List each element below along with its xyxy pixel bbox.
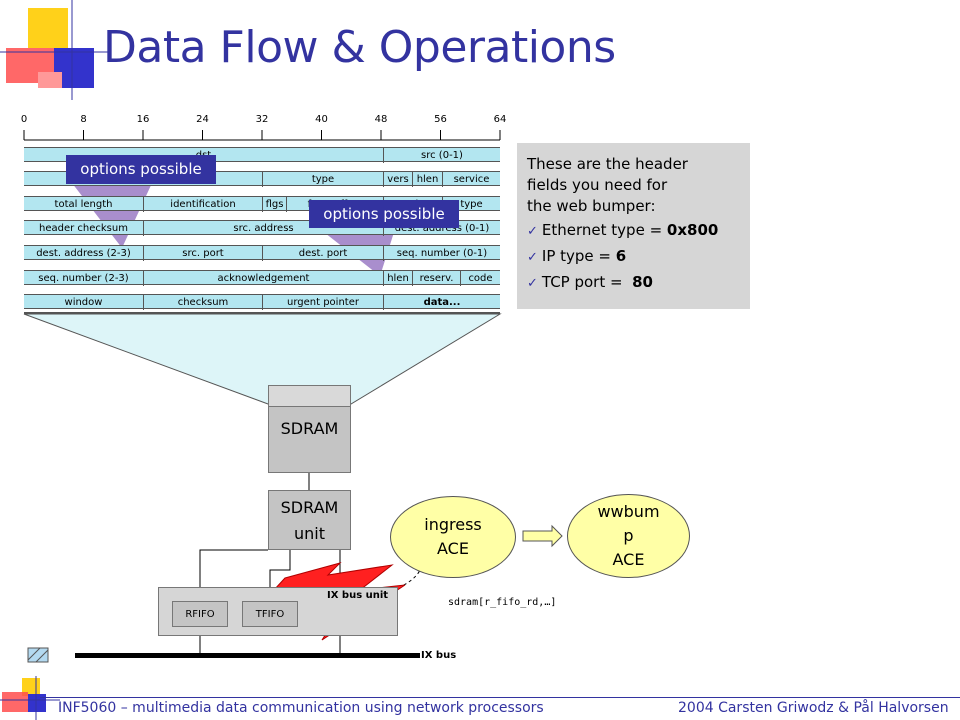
- ace-arrow: [522, 524, 563, 548]
- corner-decoration-bottom: [0, 676, 60, 720]
- header-row-tcp-2: seq. number (2-3) acknowledgement hlen r…: [24, 270, 500, 286]
- field-seq-number-2-3: seq. number (2-3): [38, 273, 129, 284]
- callout-pointer-1: [72, 183, 152, 248]
- bit-tick: 16: [136, 114, 150, 125]
- field-vers: vers: [383, 172, 412, 187]
- bit-ruler-ticks: [23, 130, 501, 141]
- ix-bus-label: IX bus: [421, 650, 457, 661]
- field-acknowledgement: acknowledgement: [143, 271, 383, 286]
- footer-course: INF5060 – multimedia data communication …: [58, 700, 544, 716]
- page-title: Data Flow & Operations: [103, 22, 616, 73]
- header-fields-info-box: These are the header fields you need for…: [517, 143, 750, 309]
- field-header-checksum: header checksum: [39, 223, 128, 234]
- info-item-value: 0x800: [666, 221, 719, 239]
- field-hlen: hlen: [412, 172, 442, 187]
- field-checksum: checksum: [143, 295, 262, 310]
- options-possible-callout-2: options possible: [309, 200, 459, 228]
- field-seq-number-0-1: seq. number (0-1): [383, 246, 500, 261]
- field-flgs: flgs: [262, 197, 286, 212]
- info-item-ethernet-type: ✓Ethernet type = 0x800: [527, 218, 740, 244]
- header-row-tcp-3: window checksum urgent pointer data...: [24, 294, 500, 310]
- field-identification: identification: [143, 197, 262, 212]
- field-window: window: [64, 297, 103, 308]
- field-total-length: total length: [54, 199, 113, 210]
- info-item-value: 80: [632, 273, 653, 291]
- check-icon: ✓: [527, 224, 538, 239]
- tfifo-box: TFIFO: [242, 601, 298, 627]
- field-src-0-1: src (0-1): [383, 148, 500, 163]
- bit-tick: 48: [374, 114, 388, 125]
- info-item-value: 6: [615, 247, 627, 265]
- info-intro-line: fields you need for: [527, 176, 668, 194]
- field-reserv: reserv.: [412, 271, 460, 286]
- field-data: data...: [383, 295, 500, 310]
- wwbump-ace-label-2: p: [623, 526, 634, 545]
- corner-decoration-top: [0, 0, 110, 100]
- bit-tick: 64: [493, 114, 507, 125]
- ix-bus-unit-box: IX bus unit RFIFO TFIFO: [158, 587, 398, 636]
- field-dest-address-0-1: dest. address (0-1): [383, 221, 500, 236]
- field-service: service: [442, 172, 500, 187]
- field-dest-port: dest. port: [262, 246, 383, 261]
- field-src-address: src. address: [143, 221, 383, 236]
- wwbump-ace-label-3: ACE: [612, 550, 645, 569]
- bit-tick: 0: [20, 114, 28, 125]
- rfifo-box: RFIFO: [172, 601, 228, 627]
- header-block-bottom: [24, 312, 500, 314]
- ix-bus-line: [75, 653, 420, 658]
- header-row-tcp-1: dest. address (2-3) src. port dest. port…: [24, 245, 500, 261]
- check-icon: ✓: [527, 276, 538, 291]
- footer-rule: [40, 697, 960, 698]
- footer-authors: 2004 Carsten Griwodz & Pål Halvorsen: [678, 700, 949, 716]
- info-item-label: TCP port =: [541, 273, 633, 291]
- ingress-ace: ingress ACE: [390, 496, 516, 578]
- info-item-ip-type: ✓IP type = 6: [527, 244, 740, 270]
- sdram-unit-label-2: unit: [294, 524, 325, 543]
- field-tcp-hlen: hlen: [383, 271, 412, 286]
- check-icon: ✓: [527, 250, 538, 265]
- connector-unit-mid: [269, 550, 291, 590]
- ingress-ace-label-2: ACE: [437, 539, 469, 558]
- bit-tick: 8: [80, 114, 87, 125]
- bit-tick: 40: [315, 114, 328, 125]
- bit-tick: 32: [255, 114, 269, 125]
- sdram-label: SDRAM: [280, 419, 339, 438]
- info-item-tcp-port: ✓TCP port = 80: [527, 270, 740, 296]
- ix-bus-unit-label: IX bus unit: [327, 590, 389, 601]
- funnel-shape: [23, 313, 502, 405]
- sdram-box: SDRAM: [268, 385, 351, 473]
- sdram-unit-box: SDRAM unit: [268, 490, 351, 550]
- wwbump-ace: wwbum p ACE: [567, 494, 690, 578]
- info-item-label: IP type =: [541, 247, 616, 265]
- sdram-call-label: sdram[r_fifo_rd,…]: [448, 597, 557, 608]
- info-intro-line: These are the header: [527, 155, 688, 173]
- field-urgent-pointer: urgent pointer: [262, 295, 383, 310]
- options-possible-callout-1: options possible: [66, 155, 216, 184]
- bit-tick: 24: [196, 114, 209, 125]
- info-intro-line: the web bumper:: [527, 197, 656, 215]
- field-src-port: src. port: [143, 246, 262, 261]
- field-code: code: [460, 271, 500, 286]
- bit-tick: 56: [434, 114, 447, 125]
- info-item-label: Ethernet type =: [541, 221, 667, 239]
- sdram-unit-label-1: SDRAM: [280, 498, 339, 517]
- field-type: type: [262, 172, 383, 187]
- ingress-ace-label-1: ingress: [424, 515, 482, 534]
- hatched-square: [27, 647, 49, 663]
- field-dest-address-2-3: dest. address (2-3): [36, 248, 131, 259]
- sdram-box-cap: [269, 386, 350, 407]
- wwbump-ace-label-1: wwbum: [597, 502, 660, 521]
